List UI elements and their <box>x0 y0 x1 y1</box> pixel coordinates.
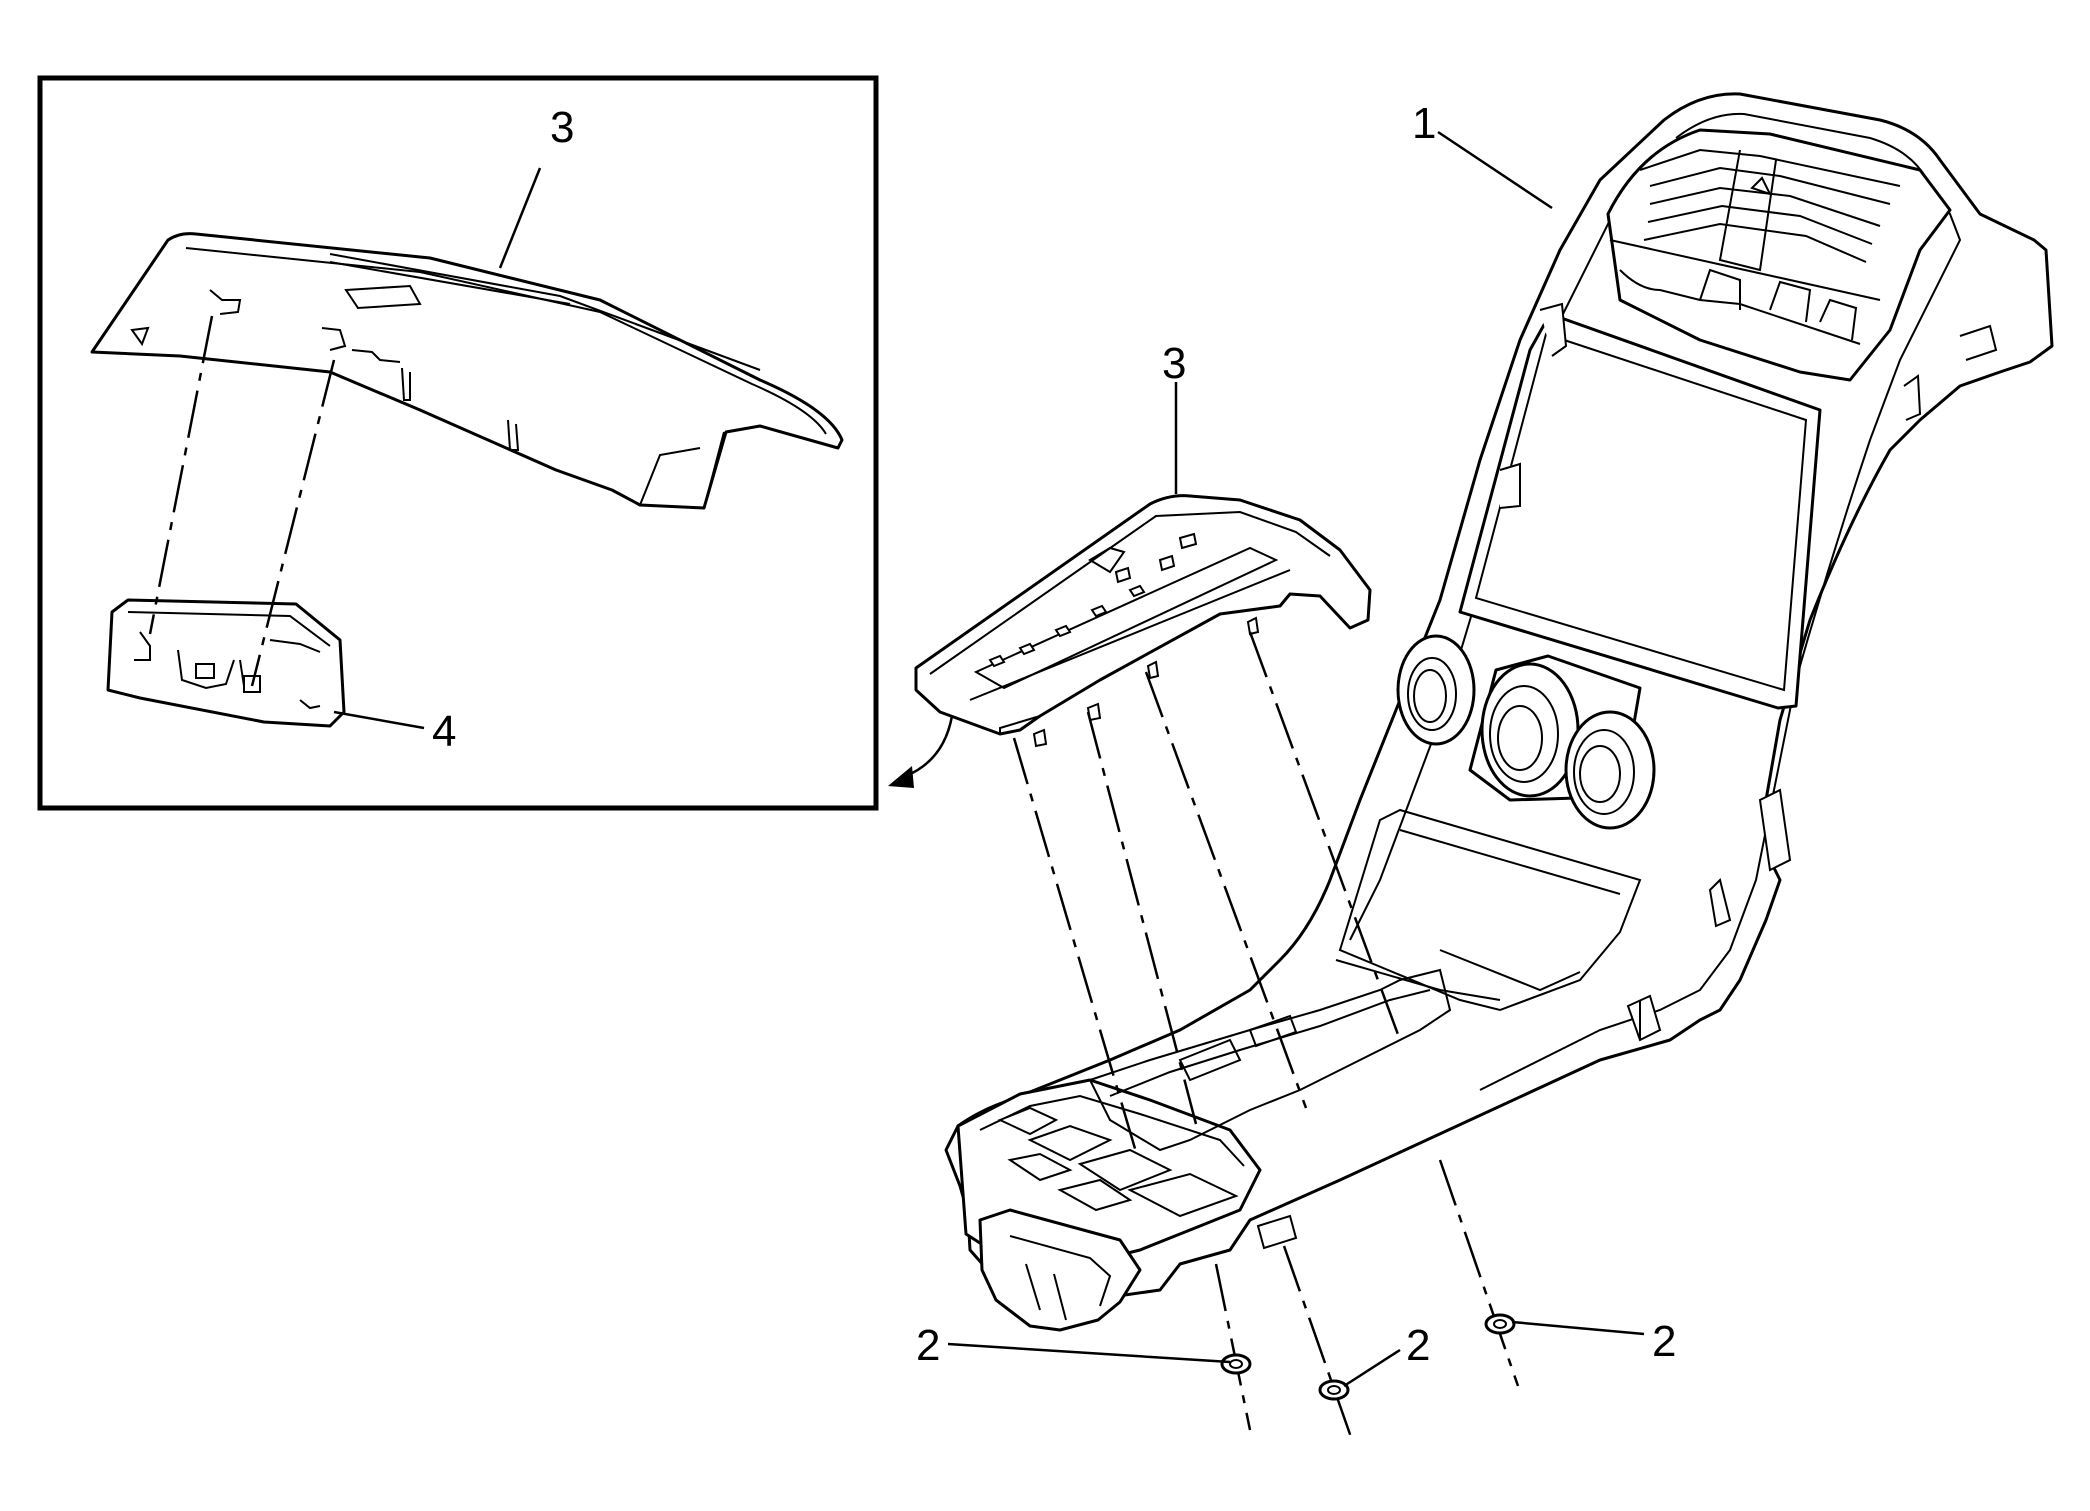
retaining-clips <box>1220 1313 1516 1401</box>
callout-2-middle-leader <box>1343 1348 1401 1388</box>
inset-frame <box>37 75 879 811</box>
lower-console-tray <box>956 968 1452 1332</box>
inset-alignment-line-right <box>250 359 336 687</box>
callout-4-leader <box>333 710 425 730</box>
main-alignment-lines <box>1012 631 1520 1441</box>
inset-callout-3-leader <box>498 167 542 269</box>
callout-2-right-label: 2 <box>1652 1317 1676 1366</box>
switch-assembly-part <box>106 598 346 728</box>
callout-leaders <box>947 130 1645 1388</box>
center-console-part <box>944 92 2054 1304</box>
inset-bezel-part <box>90 232 844 510</box>
callout-2-right-leader <box>1511 1320 1645 1336</box>
callout-2-middle-label: 2 <box>1406 1321 1430 1370</box>
rotation-arrow <box>888 715 954 788</box>
callout-3-label: 3 <box>1162 339 1186 388</box>
callout-1-leader <box>1437 130 1553 210</box>
callout-4-label: 4 <box>432 707 456 756</box>
callout-2-left-leader <box>947 1342 1231 1364</box>
callout-1-label: 1 <box>1412 99 1436 148</box>
inset-callout-3-label: 3 <box>550 103 574 152</box>
clip-left <box>1220 1353 1252 1375</box>
clip-middle <box>1318 1379 1350 1401</box>
main-bezel-part <box>914 494 1372 748</box>
inset-alignment-line-left <box>148 315 214 635</box>
control-knobs <box>1396 634 1656 830</box>
callout-2-left-label: 2 <box>916 1321 940 1370</box>
inset-detail-view: 3 4 <box>37 75 879 811</box>
clip-right <box>1484 1313 1516 1335</box>
